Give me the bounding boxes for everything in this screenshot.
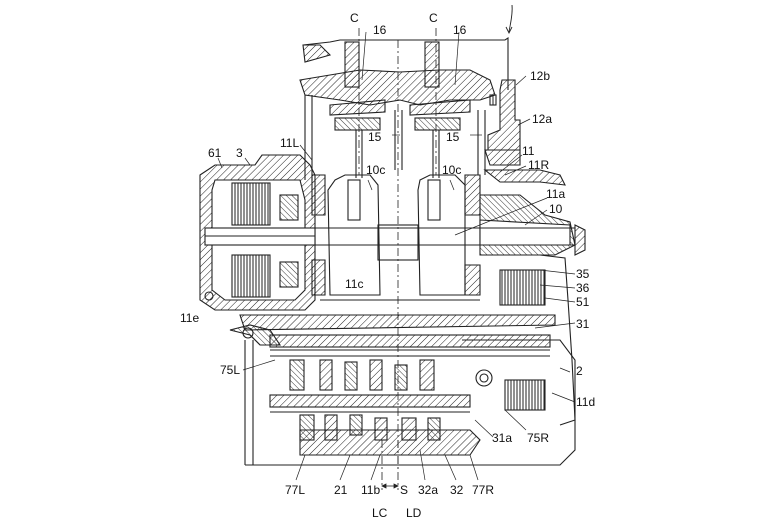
cylinder-head [299, 36, 509, 131]
crankcase-right [230, 169, 586, 256]
label-35: 35 [576, 267, 590, 281]
label-11a: 11a [546, 187, 565, 201]
leader-lines [217, 31, 576, 481]
centerlines [358, 28, 437, 490]
view-arrow [505, 4, 513, 35]
label-3: 3 [236, 146, 243, 160]
label-11e: 11e [180, 311, 199, 325]
label-11R: 11R [528, 158, 549, 172]
label-32: 32 [450, 483, 464, 497]
dimension-s [381, 483, 399, 489]
label-11: 11 [522, 144, 535, 158]
label-s: S [400, 483, 408, 497]
label-12b: 12b [530, 69, 550, 83]
cylinder-block-right [484, 79, 521, 166]
label-12a: 12a [532, 112, 552, 126]
label-c-right: C [429, 11, 438, 25]
label-16-right: 16 [453, 23, 467, 37]
label-10c-right: 10c [442, 163, 461, 177]
label-2: 2 [576, 364, 583, 378]
label-61: 61 [208, 146, 222, 160]
label-32a: 32a [418, 483, 438, 497]
label-16-left: 16 [373, 23, 387, 37]
label-ld: LD [406, 506, 422, 520]
label-75R: 75R [527, 431, 549, 445]
crankshaft-webs [311, 174, 481, 301]
label-11b: 11b [361, 483, 380, 497]
label-21: 21 [334, 483, 348, 497]
label-15-right: 15 [446, 130, 460, 144]
connecting-rods [355, 130, 440, 178]
label-10c-left: 10c [366, 163, 385, 177]
label-11c: 11c [345, 277, 363, 291]
label-51: 51 [576, 295, 590, 309]
label-31: 31 [576, 317, 590, 331]
label-c-left: C [350, 11, 359, 25]
label-36: 36 [576, 281, 590, 295]
label-77L: 77L [285, 483, 305, 497]
label-11d: 11d [576, 395, 595, 409]
label-10: 10 [549, 202, 563, 216]
label-77R: 77R [472, 483, 494, 497]
generator-cover [199, 154, 316, 311]
transmission-case [229, 254, 576, 466]
label-11L: 11L [280, 136, 299, 150]
label-75L: 75L [220, 363, 240, 377]
label-lc: LC [372, 506, 388, 520]
label-31a: 31a [492, 431, 512, 445]
label-15-left: 15 [368, 130, 382, 144]
cylinder-walls [304, 95, 486, 180]
